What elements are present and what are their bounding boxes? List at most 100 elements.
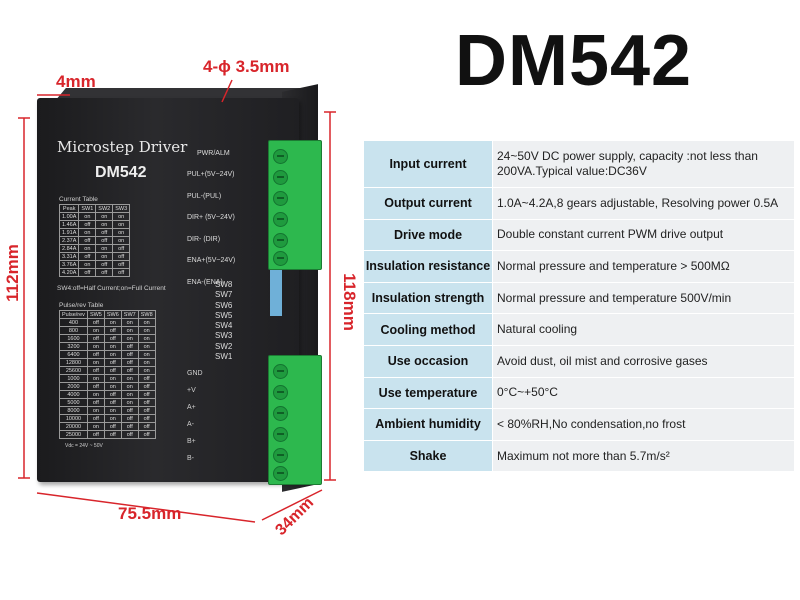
power-pin-label: B+ [187, 438, 196, 445]
power-pin-label: B- [187, 455, 194, 462]
switch-label: SW8 [215, 280, 233, 289]
spec-row: Use occasion Avoid dust, oil mist and co… [363, 344, 795, 378]
spec-value: Double constant current PWM drive output [492, 218, 795, 252]
spec-label: Use occasion [363, 344, 493, 378]
spec-row: Ambient humidity < 80%RH,No condensation… [363, 408, 795, 441]
spec-row: Output current 1.0A~4.2A,8 gears adjusta… [363, 187, 795, 220]
driver-heading: Microstep Driver [57, 138, 188, 156]
current-table-label: Current Table [59, 196, 98, 203]
dim-label-height-right: 118mm [339, 273, 359, 331]
screw-icon [273, 466, 288, 481]
pin-label: DIR+ (5V~24V) [187, 214, 235, 221]
power-pin-label: A- [187, 421, 194, 428]
current-cell: off [112, 268, 131, 277]
dim-line-bottom [36, 492, 256, 523]
spec-row: Shake Maximum not more than 5.7m/s² [363, 439, 795, 473]
switch-label: SW1 [215, 352, 233, 362]
screw-icon [273, 385, 288, 400]
spec-row: Cooling method Natural cooling [363, 313, 795, 346]
switch-label: SW6 [215, 300, 233, 310]
switch-label: SW5 [215, 310, 233, 320]
pwr-alm-label: PWR/ALM [197, 150, 230, 157]
spec-table: Input current 24~50V DC power supply, ca… [363, 140, 795, 473]
screw-icon [273, 251, 288, 266]
spec-row: Use temperature 0°C~+50°C [363, 376, 795, 410]
spec-value: Normal pressure and temperature 500V/min [492, 281, 795, 315]
spec-label: Insulation resistance [363, 250, 493, 283]
spec-row: Input current 24~50V DC power supply, ca… [363, 140, 795, 188]
spec-label: Drive mode [363, 218, 493, 252]
pulse-cell: 25000 [59, 430, 88, 439]
screw-icon [273, 427, 288, 442]
pin-label: PUL-(PUL) [187, 192, 222, 200]
pin-label: PUL+(5V~24V) [187, 171, 235, 178]
spec-value: Avoid dust, oil mist and corrosive gases [492, 344, 795, 378]
spec-value: Maximum not more than 5.7m/s² [492, 439, 795, 473]
sw4-note: SW4:off=Half Current;on=Full Current [57, 285, 166, 292]
dim-line-depth [261, 489, 323, 521]
switch-label: SW7 [215, 290, 233, 300]
current-cell: 4.20A [58, 268, 80, 277]
pin-label: ENA+(5V~24V) [187, 257, 236, 264]
switch-label: SW2 [215, 341, 233, 351]
screw-icon [273, 149, 288, 164]
spec-row: Insulation resistance Normal pressure an… [363, 250, 795, 283]
spec-label: Input current [363, 140, 493, 188]
spec-value: 24~50V DC power supply, capacity :not le… [492, 140, 795, 188]
spec-row: Insulation strength Normal pressure and … [363, 281, 795, 315]
dim-label-height-left: 112mm [2, 244, 22, 302]
power-terminal-block [268, 355, 322, 485]
power-pin-label: GND [187, 370, 203, 377]
spec-label: Cooling method [363, 313, 493, 346]
power-pin-label: +V [187, 387, 196, 394]
switch-label: SW3 [215, 331, 233, 341]
spec-label: Output current [363, 187, 493, 220]
signal-pin-labels: PUL+(5V~24V) PUL-(PUL) DIR+ (5V~24V) DIR… [187, 164, 235, 293]
spec-label: Insulation strength [363, 281, 493, 315]
screw-icon [273, 233, 288, 248]
screw-icon [273, 212, 288, 227]
vdc-note: Vdc = 24V ~ 50V [65, 443, 103, 449]
dim-line-hole [221, 79, 233, 103]
spec-row: Drive mode Double constant current PWM d… [363, 218, 795, 252]
dim-label-4mm: 4mm [56, 72, 96, 91]
spec-value: < 80%RH,No condensation,no frost [492, 408, 795, 441]
pulse-cell: off [137, 430, 156, 439]
driver-body: Microstep Driver DM542 PWR/ALM PUL+(5V~2… [37, 98, 299, 482]
dim-label-hole: 4-ϕ 3.5mm [203, 57, 290, 76]
power-pin-label: A+ [187, 404, 196, 411]
screw-icon [273, 406, 288, 421]
spec-value: 0°C~+50°C [492, 376, 795, 410]
signal-terminal-block [268, 140, 322, 270]
spec-label: Use temperature [363, 376, 493, 410]
pin-label: ENA-(ENA) [187, 278, 223, 286]
screw-icon [273, 191, 288, 206]
screw-icon [273, 170, 288, 185]
dip-switch [270, 270, 282, 316]
dim-label-width: 75.5mm [118, 504, 182, 523]
switch-label: SW4 [215, 321, 233, 331]
spec-value: 1.0A~4.2A,8 gears adjustable, Resolving … [492, 187, 795, 220]
spec-label: Ambient humidity [363, 408, 493, 441]
screw-icon [273, 364, 288, 379]
product-title: DM542 [455, 21, 693, 101]
power-pin-labels: GND +V A+ A- B+ B- [187, 365, 203, 467]
pin-label: DIR- (DIR) [187, 235, 221, 243]
switch-labels: SW8 SW7 SW6 SW5 SW4 SW3 SW2 SW1 [215, 280, 232, 362]
spec-value: Normal pressure and temperature > 500MΩ [492, 250, 795, 283]
spec-label: Shake [363, 439, 493, 473]
spec-value: Natural cooling [492, 313, 795, 346]
driver-model: DM542 [95, 164, 147, 181]
